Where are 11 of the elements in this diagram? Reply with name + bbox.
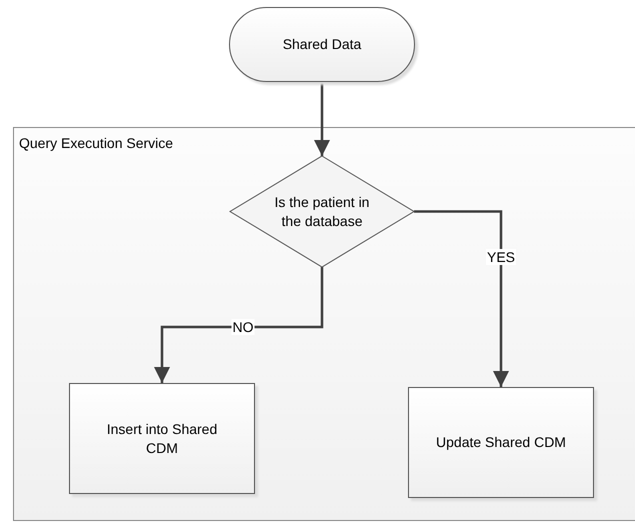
process-box: Update Shared CDM xyxy=(408,387,594,498)
edge-label: YES xyxy=(486,249,516,265)
arrow xyxy=(414,210,509,387)
terminal-shape: Shared Data xyxy=(229,7,415,82)
decision-diamond: Is the patient in the database xyxy=(230,156,414,267)
swimlane-container xyxy=(13,127,635,521)
edge-label: NO xyxy=(232,319,254,335)
container-title: Query Execution Service xyxy=(19,135,174,151)
arrow xyxy=(154,267,324,383)
process-box: Insert into Shared CDM xyxy=(69,383,255,494)
arrow xyxy=(314,82,330,156)
